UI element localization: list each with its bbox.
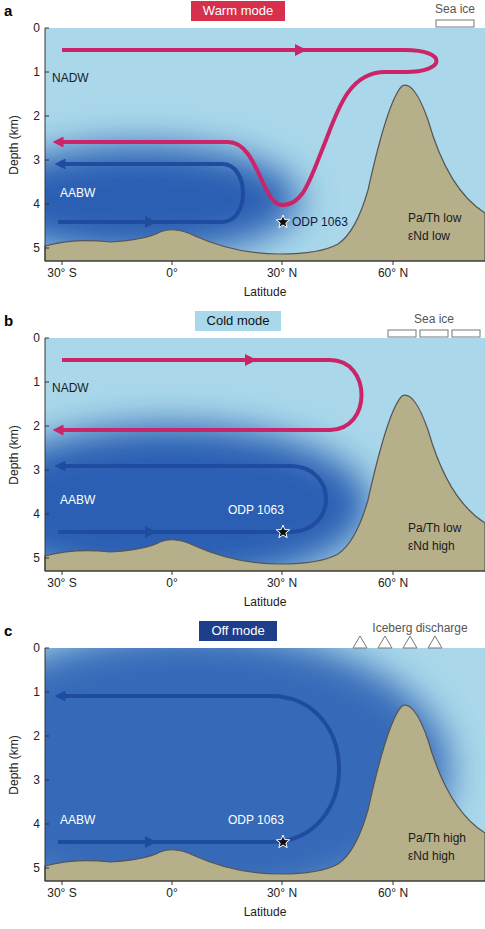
sea-ice [452, 330, 480, 337]
site-label: ODP 1063 [292, 215, 348, 229]
water-label: NADW [52, 381, 89, 395]
iceberg [353, 636, 367, 648]
water-label: Pa/Th low [408, 211, 461, 225]
mode-title: Warm mode [203, 3, 273, 19]
axis-label: 60° N [378, 266, 408, 280]
iceberg [428, 636, 442, 648]
axis-label: Latitude [244, 285, 287, 299]
axis-label: 5 [33, 241, 40, 255]
sea-ice [388, 330, 416, 337]
arrow-head [145, 216, 157, 228]
axes [45, 28, 485, 265]
axis-label: 1 [33, 65, 40, 79]
aabw-arrow [58, 696, 339, 842]
axis-label: 30° S [47, 576, 76, 590]
sea-ice [420, 330, 448, 337]
axis-label: Latitude [244, 595, 287, 609]
axis-label: 0° [166, 886, 177, 900]
arrow-head [245, 354, 257, 366]
water-label: AABW [60, 493, 95, 507]
arrow-head [145, 836, 157, 848]
water-label: Pa/Th low [408, 521, 461, 535]
site-star [276, 835, 289, 848]
water-label: ODP 1063 [228, 813, 284, 827]
water-label: AABW [60, 186, 95, 200]
water-label: ODP 1063 [228, 503, 284, 517]
axis-label: 30° N [267, 576, 297, 590]
axis-label: 1 [33, 375, 40, 389]
axis-label: 1 [33, 685, 40, 699]
axis-label: 0 [33, 331, 40, 345]
axis-label: 3 [33, 463, 40, 477]
water-label: NADW [52, 71, 89, 85]
mode-title: Cold mode [207, 313, 270, 329]
axis-label: 4 [33, 817, 40, 831]
axis-title: Depth (km) [7, 425, 21, 484]
mode-box: Off mode [199, 621, 276, 641]
axes [45, 648, 485, 885]
axes [45, 338, 485, 575]
axis-label: 3 [33, 153, 40, 167]
iceberg [378, 636, 392, 648]
site-star [276, 215, 289, 228]
axis-label: 4 [33, 197, 40, 211]
surface-label: Sea ice [435, 2, 475, 16]
seafloor [45, 705, 485, 881]
axis-label: 0 [33, 641, 40, 655]
panel-letter: b [4, 314, 13, 328]
axis-label: 30° N [267, 266, 297, 280]
water-label: AABW [60, 813, 95, 827]
axis-label: 4 [33, 507, 40, 521]
arrow-head [145, 526, 157, 538]
mode-title: Off mode [211, 623, 264, 639]
axis-label: 2 [33, 729, 40, 743]
mode-box: Cold mode [195, 311, 282, 331]
axis-label: Latitude [244, 905, 287, 919]
axis-label: 2 [33, 109, 40, 123]
axis-label: 60° N [378, 886, 408, 900]
water-label: Pa/Th high [408, 831, 466, 845]
axis-label: 30° N [267, 886, 297, 900]
mode-box: Warm mode [191, 1, 285, 21]
axis-label: 3 [33, 773, 40, 787]
iceberg [403, 636, 417, 648]
axis-label: 30° S [47, 266, 76, 280]
axis-label: 0° [166, 266, 177, 280]
sea-ice [436, 20, 474, 27]
aabw-water [45, 425, 370, 571]
nadw-arrow [58, 360, 362, 430]
axis-label: 0 [33, 21, 40, 35]
aabw-arrow [58, 466, 326, 532]
axis-label: 5 [33, 861, 40, 875]
axis-label: 60° N [378, 576, 408, 590]
arrow-head [295, 44, 307, 56]
axis-title: Depth (km) [7, 735, 21, 794]
axis-label: 30° S [47, 886, 76, 900]
site-star [276, 525, 289, 538]
surface-label: Sea ice [414, 312, 454, 326]
axis-label: 2 [33, 419, 40, 433]
water-label: εNd low [408, 229, 450, 243]
panel-letter: c [4, 624, 12, 638]
water-label: εNd high [408, 849, 455, 863]
water-label: εNd high [408, 539, 455, 553]
seafloor [45, 85, 485, 261]
axis-label: 0° [166, 576, 177, 590]
axis-label: 5 [33, 551, 40, 565]
aabw-arrow [58, 164, 243, 222]
surface-label: Iceberg discharge [372, 621, 467, 635]
axis-title: Depth (km) [7, 115, 21, 174]
panel-letter: a [4, 4, 12, 18]
seafloor [45, 395, 485, 571]
